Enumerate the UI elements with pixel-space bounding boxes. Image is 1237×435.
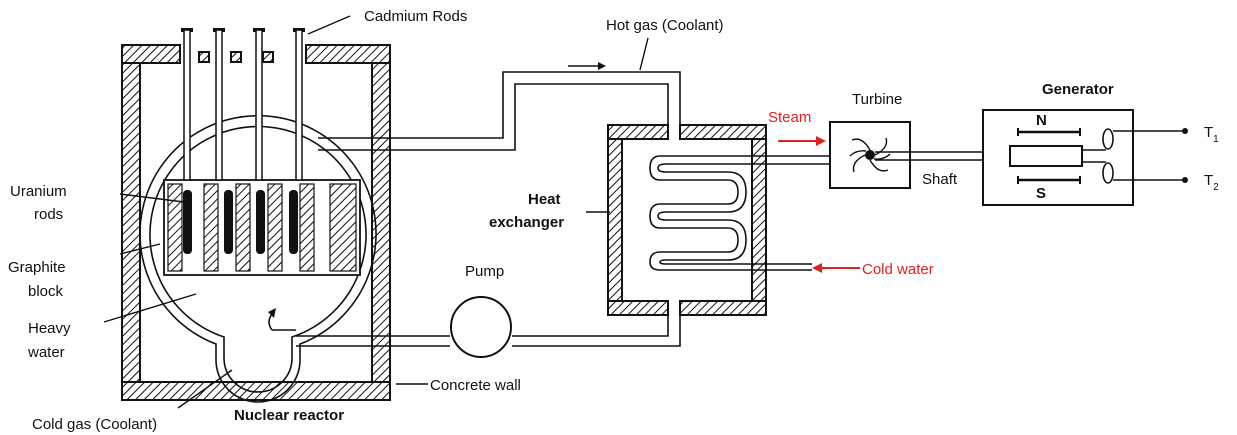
- label-cold-gas: Cold gas (Coolant): [32, 416, 157, 433]
- cadmium-rod: [213, 28, 233, 254]
- hot-gas-flow-arrow: [568, 62, 606, 70]
- label-graphite-block-1: Graphite: [8, 259, 66, 276]
- hot-gas-pipe: [318, 71, 681, 151]
- cadmium-rod: [181, 28, 193, 254]
- terminal-t2: [1182, 177, 1188, 183]
- label-heat-exchanger-1: Heat: [528, 191, 561, 208]
- cold-gas-inlet-arrow: [268, 308, 276, 331]
- label-heavy-water-2: water: [27, 344, 65, 361]
- heat-exchanger-coil: [649, 155, 830, 271]
- label-generator: Generator: [1042, 81, 1114, 98]
- label-uranium-rods-2: rods: [34, 206, 63, 223]
- label-cold-water: Cold water: [862, 261, 934, 278]
- turbine: [829, 121, 911, 189]
- cadmium-rod: [253, 28, 265, 254]
- label-concrete-wall: Concrete wall: [430, 377, 521, 394]
- label-graphite-block-2: block: [28, 283, 64, 300]
- label-terminal-t2: T2: [1204, 172, 1219, 193]
- diagram-labels: Cadmium Rods Hot gas (Coolant) Uranium r…: [8, 8, 1219, 433]
- label-heat-exchanger-2: exchanger: [489, 214, 564, 231]
- label-heavy-water-1: Heavy: [28, 320, 71, 337]
- cadmium-rods: [181, 28, 305, 254]
- label-nuclear-reactor: Nuclear reactor: [234, 407, 344, 424]
- label-hot-gas: Hot gas (Coolant): [606, 17, 724, 34]
- cadmium-rod: [289, 28, 305, 254]
- leader-lines: [103, 15, 649, 409]
- label-pole-n: N: [1036, 112, 1047, 129]
- label-uranium-rods-1: Uranium: [10, 183, 67, 200]
- generator: [982, 109, 1188, 206]
- label-turbine: Turbine: [852, 91, 902, 108]
- label-terminal-t1: T1: [1204, 124, 1219, 145]
- cold-water-arrow: [812, 263, 860, 273]
- label-pole-s: S: [1036, 185, 1046, 202]
- label-steam: Steam: [768, 109, 811, 126]
- cold-gas-pipe: [272, 304, 681, 347]
- label-cadmium-rods: Cadmium Rods: [364, 8, 467, 25]
- heat-exchanger: [607, 124, 767, 316]
- label-pump: Pump: [465, 263, 504, 280]
- label-shaft: Shaft: [922, 171, 958, 188]
- terminal-t1: [1182, 128, 1188, 134]
- pump: [450, 296, 512, 358]
- steam-arrow: [778, 136, 826, 146]
- concrete-wall: [121, 44, 391, 401]
